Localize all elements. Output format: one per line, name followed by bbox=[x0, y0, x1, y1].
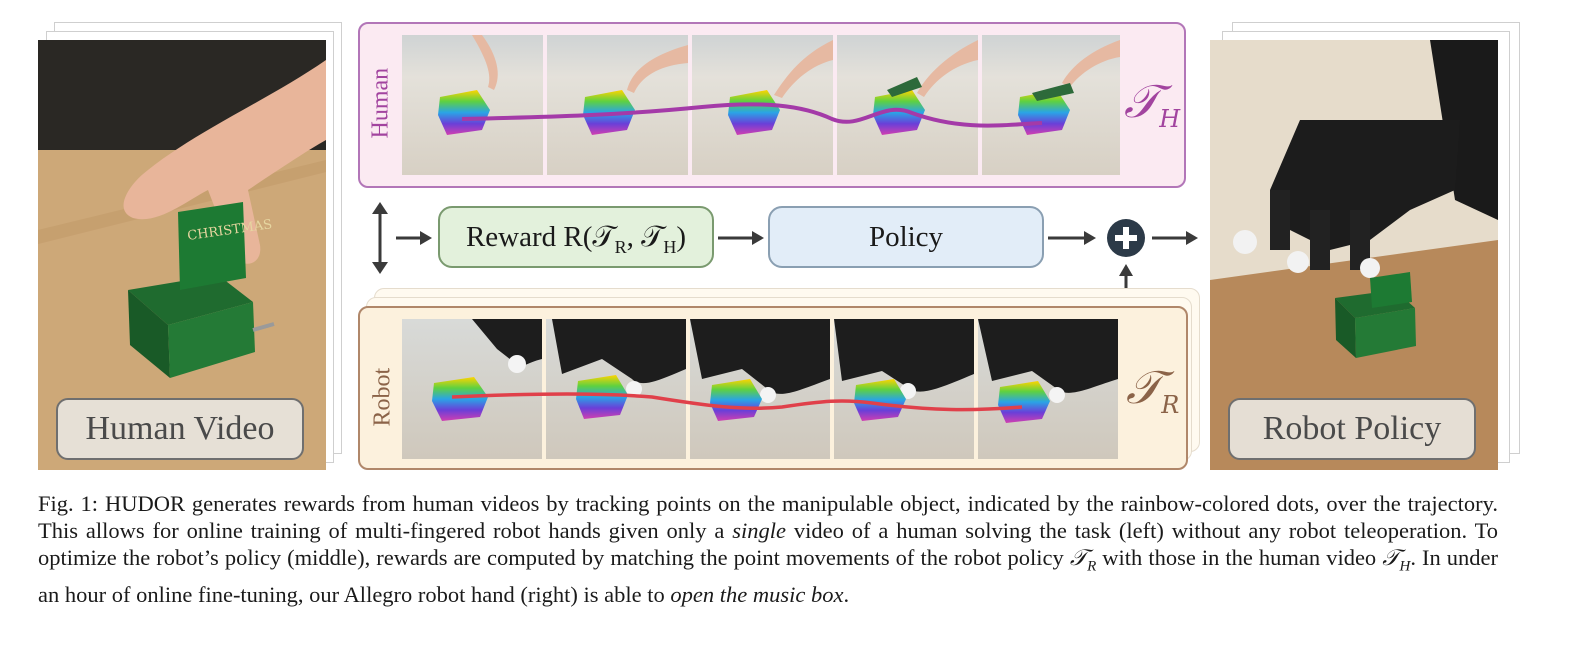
bidirectional-arrow bbox=[372, 202, 388, 274]
caption-task: open the music box bbox=[670, 581, 844, 607]
robot-frame-3 bbox=[690, 319, 830, 459]
robot-panel-label: Robot bbox=[369, 367, 396, 427]
human-frames-strip bbox=[402, 35, 1120, 175]
robot-frames-strip bbox=[402, 319, 1118, 459]
human-video-label: Human Video bbox=[56, 398, 304, 460]
arrow-reward-to-policy bbox=[718, 231, 764, 245]
human-frame-4 bbox=[837, 35, 978, 175]
caption-tr-symbol: 𝒯R bbox=[1069, 545, 1097, 575]
human-panel-label: Human bbox=[367, 67, 394, 139]
human-frame-5 bbox=[982, 35, 1120, 175]
arrow-plus-to-robot bbox=[1152, 231, 1198, 245]
caption-text-part2: video of a human solving the task (left)… bbox=[38, 518, 1498, 570]
human-trajectory-symbol: 𝒯H bbox=[1124, 74, 1181, 134]
plus-circle-icon bbox=[1107, 219, 1145, 257]
caption-text-part4: . In under an hour of online fine-tuning… bbox=[38, 545, 1499, 607]
caption-fig-label: Fig. 1: bbox=[38, 491, 99, 516]
robot-policy-image: Robot Policy bbox=[1210, 40, 1498, 470]
arrow-policy-to-plus bbox=[1048, 231, 1096, 245]
robot-trajectory-symbol: 𝒯R bbox=[1126, 360, 1180, 420]
human-video-image: CHRISTMAS Human Video bbox=[38, 40, 326, 470]
caption-text-part3: with those in the human video bbox=[1096, 545, 1383, 570]
caption-method-name: HUDOR bbox=[104, 491, 185, 516]
caption-single: single bbox=[732, 518, 787, 543]
robot-trajectory-curve bbox=[451, 392, 1023, 412]
reward-box: Reward R(𝒯R, 𝒯H) bbox=[438, 206, 714, 268]
robot-frame-1 bbox=[402, 319, 542, 459]
human-trajectory-curve bbox=[461, 102, 1043, 128]
human-frames-illustration bbox=[402, 35, 1120, 175]
arrow-to-reward bbox=[396, 231, 432, 245]
robot-policy-label: Robot Policy bbox=[1228, 398, 1476, 460]
human-frame-1 bbox=[402, 35, 543, 175]
robot-frame-5 bbox=[978, 319, 1118, 459]
caption-end: . bbox=[843, 581, 850, 607]
robot-frame-4 bbox=[834, 319, 974, 459]
human-frame-2 bbox=[547, 35, 688, 175]
caption-text-part1: generates rewards from human videos by t… bbox=[38, 491, 1498, 543]
robot-frame-2 bbox=[546, 319, 686, 459]
caption-th-symbol: 𝒯H bbox=[1382, 545, 1411, 575]
policy-box: Policy bbox=[768, 206, 1044, 268]
robot-frames-illustration bbox=[402, 319, 1118, 459]
figure-caption: Fig. 1: HUDOR generates rewards from hum… bbox=[38, 490, 1498, 608]
